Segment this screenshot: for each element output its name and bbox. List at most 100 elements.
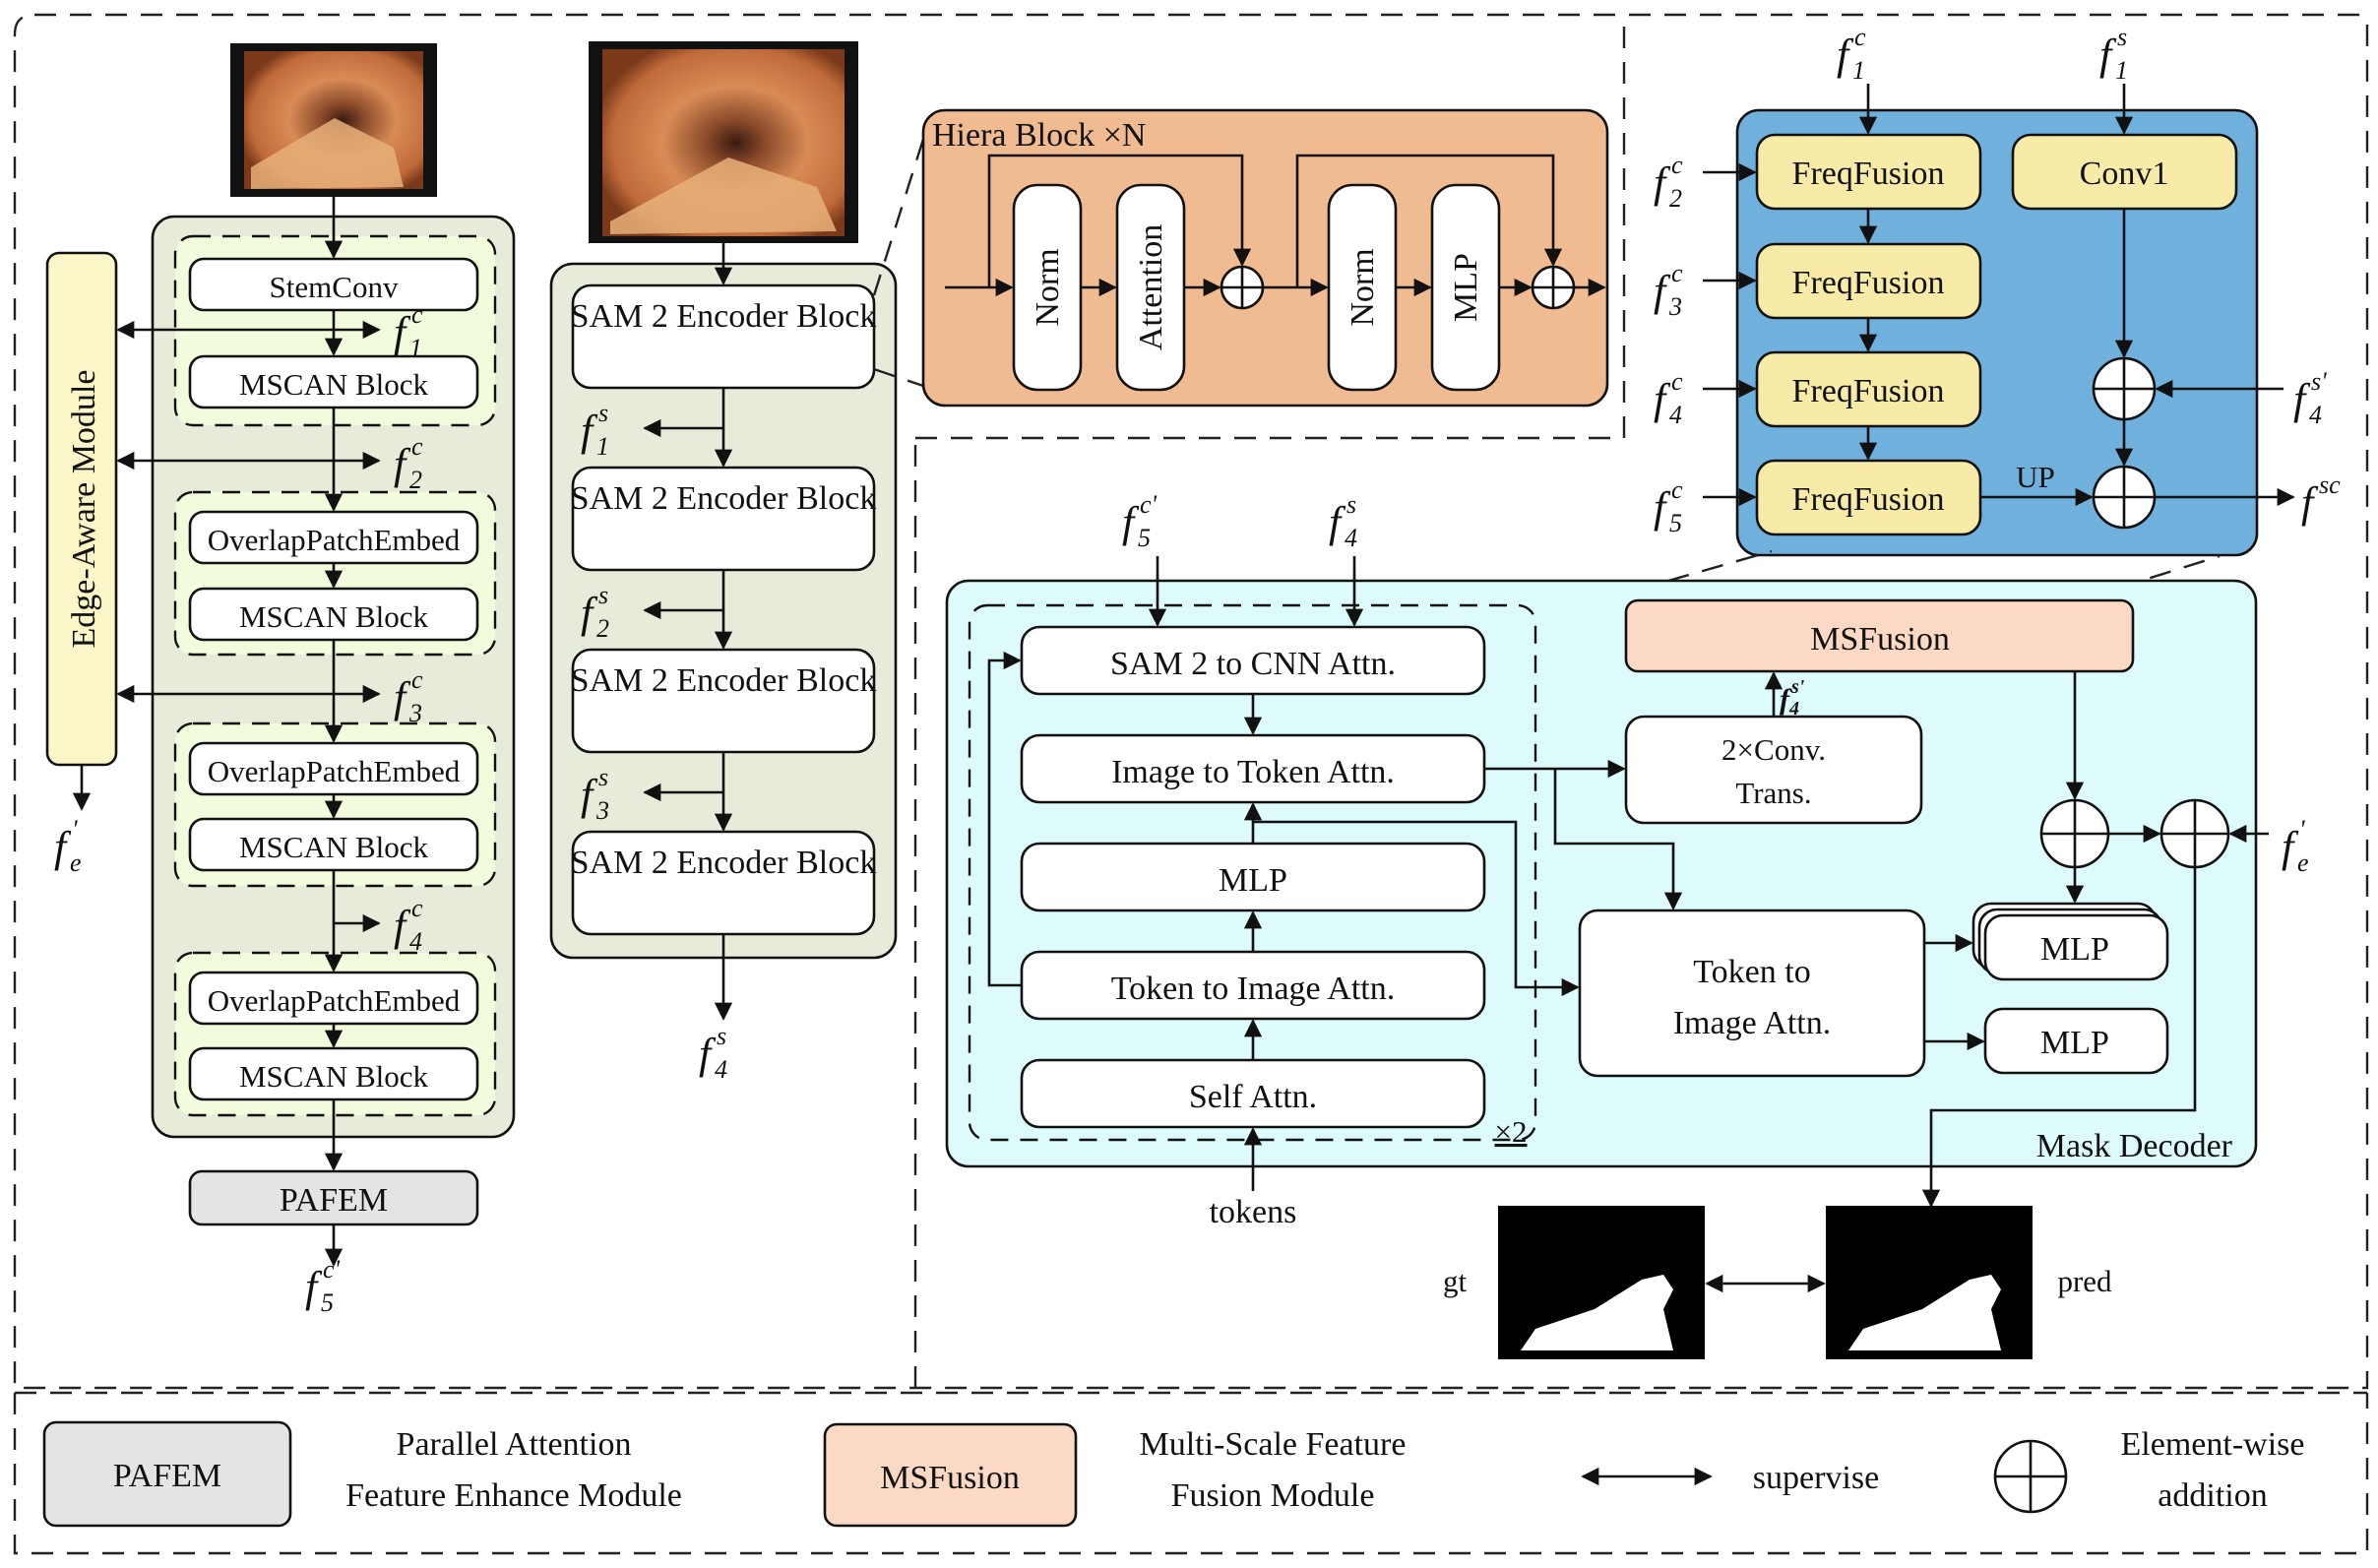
svg-text:Conv1: Conv1: [2080, 156, 2169, 192]
outer-frames: [13, 13, 2369, 1555]
token-to-image-attn: Token to Image Attn.: [1020, 950, 1486, 1021]
left-branch: StemConv MSCAN Block OverlapPatchEmbed M…: [45, 43, 516, 1267]
decoder-add-1: [2039, 798, 2110, 869]
svg-text:MLP: MLP: [2040, 931, 2109, 968]
hiera-block: Hiera Block ×N Norm Attention Norm MLP: [872, 108, 1609, 408]
freqfusion-2: FreqFusion: [1755, 242, 1982, 320]
freqfusion-1: FreqFusion: [1755, 133, 1982, 211]
svg-text:4: 4: [715, 1055, 727, 1084]
svg-text:SAM 2 to CNN Attn.: SAM 2 to CNN Attn.: [1110, 646, 1396, 682]
tokens-label: tokens: [1210, 1194, 1297, 1230]
svg-text:2: 2: [596, 614, 609, 643]
svg-text:s: s: [598, 399, 608, 427]
svg-text:3: 3: [1668, 292, 1682, 321]
svg-text:MSCAN Block: MSCAN Block: [239, 1059, 429, 1094]
mlp-single: MLP: [1983, 1007, 2169, 1075]
svg-text:SAM 2 Encoder Block: SAM 2 Encoder Block: [571, 845, 877, 881]
svg-text:2: 2: [1669, 184, 1682, 213]
svg-text:PAFEM: PAFEM: [280, 1182, 388, 1219]
edge-aware-module: Edge-Aware Module: [45, 251, 118, 767]
svg-text:Image to Token Attn.: Image to Token Attn.: [1111, 754, 1395, 790]
gt-mask: [1498, 1206, 1705, 1359]
sam2-to-cnn-attn: SAM 2 to CNN Attn.: [1020, 625, 1486, 696]
svg-text:OverlapPatchEmbed: OverlapPatchEmbed: [208, 983, 461, 1018]
svg-text:Attention: Attention: [1133, 224, 1169, 350]
svg-text:': ': [72, 815, 78, 844]
self-attn: Self Attn.: [1020, 1058, 1486, 1129]
svg-text:FreqFusion: FreqFusion: [1792, 265, 1945, 301]
svg-text:PAFEM: PAFEM: [113, 1458, 221, 1494]
svg-text:1: 1: [2115, 56, 2128, 85]
feature-label-decoder-in-ep: f'e: [2282, 815, 2309, 877]
svg-text:s': s': [1790, 676, 1805, 698]
svg-text:FreqFusion: FreqFusion: [1792, 373, 1945, 409]
token-to-image-attn-big: Token to Image Attn.: [1578, 909, 1926, 1078]
pafem-block: PAFEM: [188, 1169, 479, 1226]
svg-text:FreqFusion: FreqFusion: [1792, 156, 1945, 192]
conv1-block: Conv1: [2011, 133, 2238, 211]
svg-text:MSCAN Block: MSCAN Block: [239, 599, 429, 634]
svg-text:4: 4: [1788, 698, 1799, 720]
mscan-block-2: MSCAN Block: [188, 587, 479, 642]
svg-text:FreqFusion: FreqFusion: [1792, 481, 1945, 518]
svg-text:Hiera Block ×N: Hiera Block ×N: [932, 117, 1146, 154]
svg-text:c: c: [411, 432, 423, 461]
svg-text:MLP: MLP: [1219, 862, 1287, 899]
mask-decoder-title: Mask Decoder: [2036, 1128, 2233, 1164]
svg-text:c: c: [411, 665, 423, 694]
svg-text:Norm: Norm: [1345, 248, 1381, 326]
svg-text:Multi-Scale Feature: Multi-Scale Feature: [1140, 1426, 1407, 1463]
fusion-add-2: [2092, 465, 2157, 530]
mlp-stack: MLP: [1971, 902, 2169, 981]
svg-text:Element-wise: Element-wise: [2121, 1426, 2305, 1463]
outputs: gt pred: [1443, 1206, 2112, 1359]
decoder-arrows: [987, 556, 2269, 1208]
svg-text:sc: sc: [2319, 470, 2341, 499]
svg-text:s': s': [2311, 367, 2327, 396]
svg-text:3: 3: [595, 796, 609, 825]
svg-text:c: c: [1671, 259, 1683, 287]
hiera-mlp: MLP: [1430, 183, 1501, 392]
fusion-module: FreqFusion FreqFusion FreqFusion FreqFus…: [1703, 84, 2295, 557]
mscan-block-3: MSCAN Block: [188, 817, 479, 872]
svg-text:s: s: [2117, 23, 2127, 51]
middle-branch: SAM 2 Encoder Block SAM 2 Encoder Block …: [549, 41, 898, 1021]
svg-text:Self Attn.: Self Attn.: [1189, 1079, 1317, 1115]
svg-text:4: 4: [1669, 401, 1682, 429]
svg-text:c: c: [1671, 151, 1683, 179]
legend-msfusion: MSFusion Multi-Scale Feature Fusion Modu…: [823, 1422, 1407, 1528]
svg-text:Parallel Attention: Parallel Attention: [397, 1426, 632, 1463]
svg-text:c: c: [1854, 23, 1866, 51]
mscan-block-4: MSCAN Block: [188, 1046, 479, 1101]
feature-label-left-branch-edge_out: f'e: [54, 815, 82, 877]
sam2-encoder-block-1: SAM 2 Encoder Block: [571, 283, 877, 390]
svg-text:2: 2: [409, 466, 422, 494]
svg-text:SAM 2 Encoder Block: SAM 2 Encoder Block: [571, 662, 877, 699]
svg-text:MSFusion: MSFusion: [1810, 621, 1950, 658]
svg-text:MSCAN Block: MSCAN Block: [239, 367, 429, 402]
freqfusion-3: FreqFusion: [1755, 350, 1982, 428]
svg-text:Fusion Module: Fusion Module: [1171, 1477, 1375, 1514]
middle-branch-arrows: [643, 243, 733, 1021]
sam2-encoder-block-3: SAM 2 Encoder Block: [571, 648, 877, 754]
hiera-arrows: [945, 154, 1606, 297]
overlap-patch-embed-2: OverlapPatchEmbed: [188, 741, 479, 796]
svg-text:Feature Enhance Module: Feature Enhance Module: [345, 1477, 682, 1514]
svg-text:1: 1: [409, 334, 422, 362]
svg-text:c: c: [411, 300, 423, 329]
mask-decoder: Mask Decoder ×2 SAM 2 to CNN Attn. Image…: [945, 549, 2269, 1230]
svg-text:OverlapPatchEmbed: OverlapPatchEmbed: [208, 754, 461, 788]
legend-addition: Element-wise addition: [1993, 1426, 2305, 1514]
svg-text:OverlapPatchEmbed: OverlapPatchEmbed: [208, 523, 461, 557]
overlap-patch-embed-1: OverlapPatchEmbed: [188, 510, 479, 565]
svg-text:c: c: [411, 894, 423, 922]
svg-text:SAM 2 Encoder Block: SAM 2 Encoder Block: [571, 298, 877, 335]
svg-text:c': c': [1140, 490, 1158, 519]
